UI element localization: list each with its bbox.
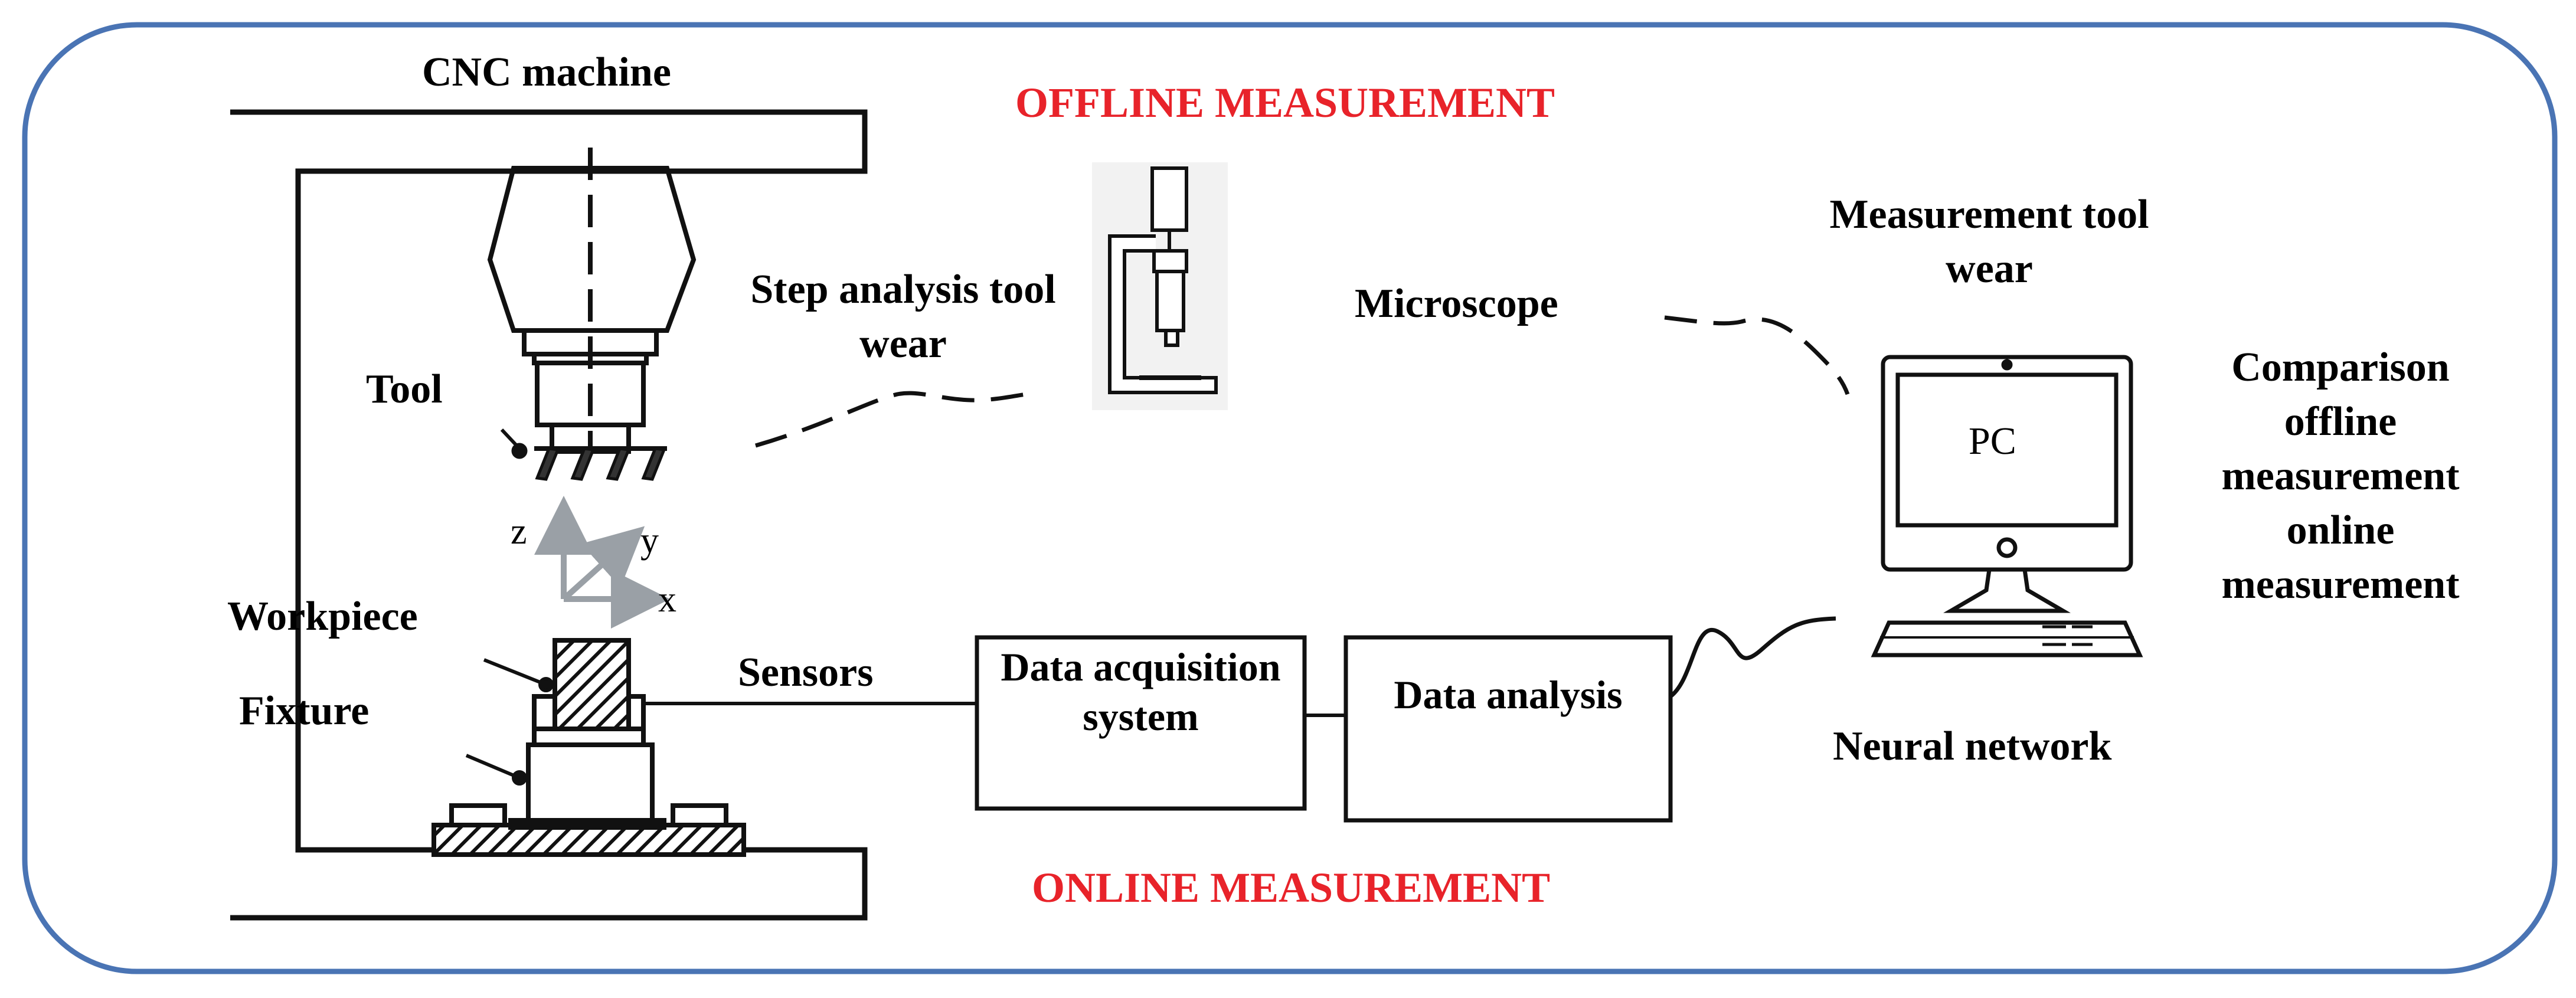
- dashed-link-microscope: [1664, 315, 1850, 395]
- axis-y-label: y: [640, 521, 659, 561]
- fixture: [526, 742, 655, 824]
- pc-screen-label: PC: [1969, 420, 2016, 463]
- data-acquisition-box: [975, 635, 1307, 811]
- label-fixture: Fixture: [239, 688, 370, 734]
- microscope-icon: [1092, 162, 1228, 410]
- label-microscope: Microscope: [1355, 281, 1558, 326]
- label-comparison: Comparison offline measurement online me…: [2221, 345, 2460, 607]
- label-step-analysis: Step analysis tool wear: [750, 267, 1056, 367]
- label-measurement-tool-wear: Measurement tool wear: [1829, 192, 2149, 292]
- cable-analysis-pc: [1669, 616, 1836, 698]
- label-neural-network: Neural network: [1833, 724, 2112, 769]
- outer-frame: [22, 22, 2558, 974]
- label-workpiece: Workpiece: [227, 594, 418, 639]
- tool-cutters: [500, 428, 667, 481]
- dashed-link-step: [755, 391, 1028, 448]
- pc-icon: [1871, 355, 2143, 657]
- coordinate-axes: [534, 496, 670, 629]
- axis-z-label: z: [511, 512, 527, 552]
- axis-x-label: x: [658, 580, 676, 620]
- data-analysis-box: [1343, 635, 1673, 823]
- offline-title: OFFLINE MEASUREMENT: [1015, 79, 1555, 126]
- workpiece: [553, 638, 631, 746]
- leaders: [465, 658, 554, 786]
- online-title: ONLINE MEASUREMENT: [1032, 864, 1551, 911]
- cnc-machine-frame: [230, 109, 868, 921]
- data-acquisition-text: Data acquisition system: [1001, 644, 1281, 739]
- label-sensors: Sensors: [738, 650, 874, 695]
- label-cnc-machine: CNC machine: [422, 50, 671, 95]
- label-tool: Tool: [366, 367, 443, 412]
- spindle: [487, 148, 697, 454]
- data-analysis-text: Data analysis: [1394, 672, 1623, 717]
- base-plate: [431, 823, 746, 857]
- workpiece-assembly: [431, 638, 746, 857]
